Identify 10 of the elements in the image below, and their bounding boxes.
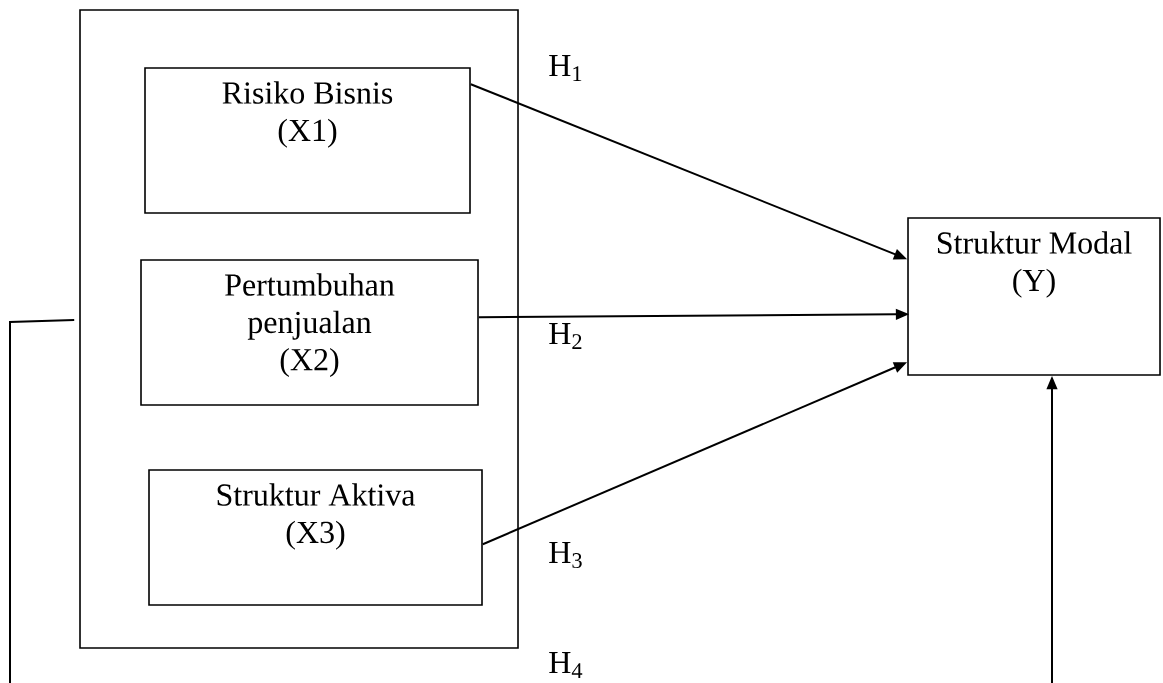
- hypothesis-label: H$_{1}$: [549, 55, 582, 81]
- hypothesis-label: H$_{2}$: [549, 323, 582, 349]
- hypothesis-label: H$_{4}$: [549, 652, 583, 678]
- variable-box: Struktur Aktiva (X3): [148, 469, 483, 606]
- variable-box: Pertumbuhan penjualan (X2): [140, 259, 479, 406]
- arrow: [9, 319, 1058, 683]
- hypothesis-label: H$_{3}$: [549, 541, 582, 569]
- variable-box: Struktur Modal (Y): [907, 217, 1161, 376]
- variable-box: Risiko Bisnis (X1): [144, 67, 471, 214]
- group-frame: [79, 9, 519, 649]
